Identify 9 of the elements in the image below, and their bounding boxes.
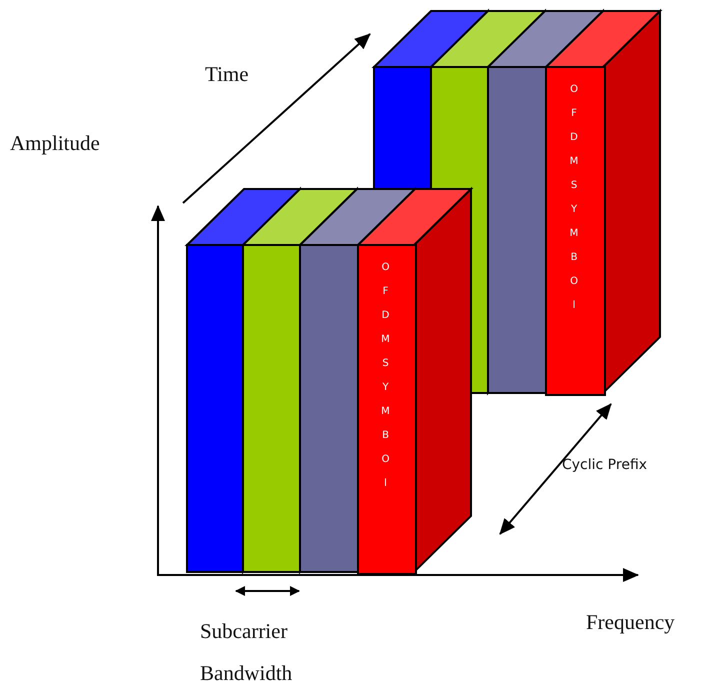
axis-label: Frequency [586,610,676,635]
axis-label: Amplitude [10,131,101,156]
vertical-label: OFDMSYMBOl [380,262,391,502]
dimension-label: Cyclic Prefix [562,457,648,473]
axis-label: Time [205,62,250,87]
symbol-slab [545,66,606,396]
dimension-label: Subcarrier Bandwidth [200,618,294,681]
vertical-label: OFDMSYMBOl [568,84,580,324]
symbol-slab [357,244,417,575]
